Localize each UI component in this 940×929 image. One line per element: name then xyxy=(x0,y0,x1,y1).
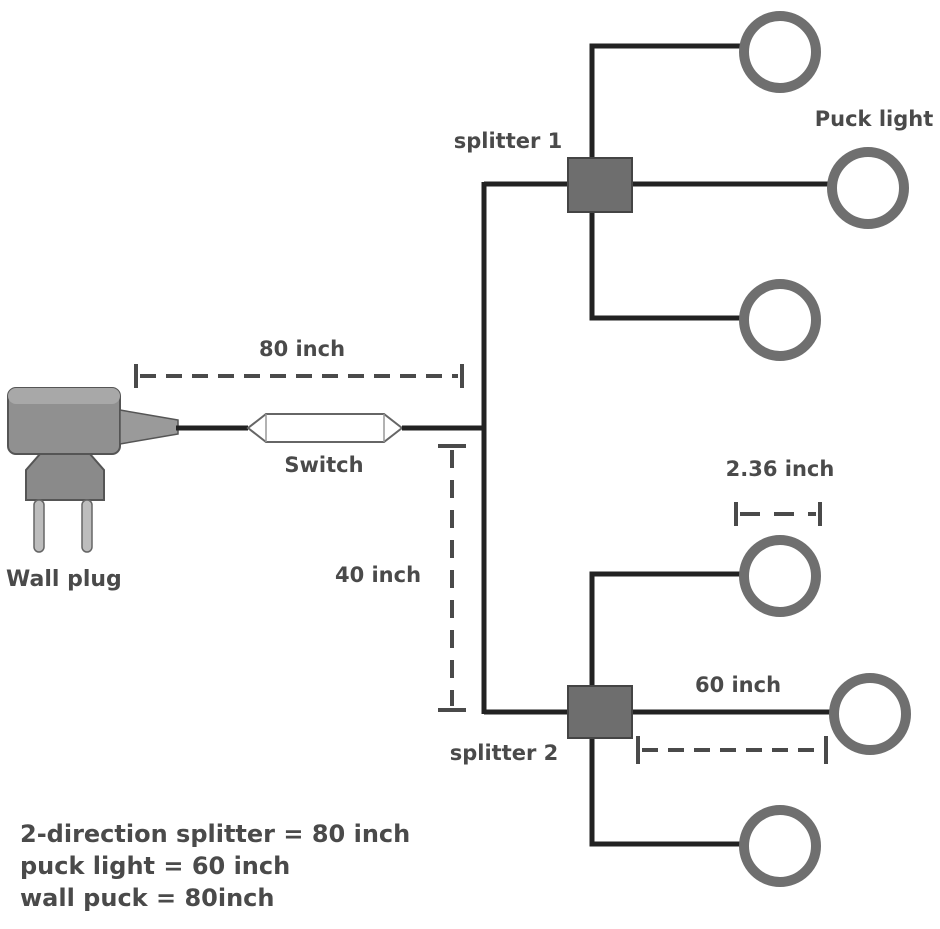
dimension-2-36-inch-label: 2.36 inch xyxy=(726,457,835,481)
note-puck-length: puck light = 60 inch xyxy=(20,852,291,880)
puck-light-icon xyxy=(827,147,909,229)
main-trunk-cable xyxy=(481,181,572,715)
splitter-1-cables xyxy=(589,43,832,321)
switch-label: Switch xyxy=(284,453,363,477)
note-splitter-length: 2-direction splitter = 80 inch xyxy=(20,820,411,848)
puck-light-icon xyxy=(739,535,821,617)
switch-icon xyxy=(246,413,404,443)
splitter-2-cables xyxy=(589,571,832,847)
dimension-60-inch xyxy=(636,736,828,764)
cable-length-notes: 2-direction splitter = 80 inch puck ligh… xyxy=(20,818,410,914)
puck-light-icon xyxy=(829,673,911,755)
dimension-80-inch xyxy=(134,364,464,388)
wall-plug-icon xyxy=(7,387,179,553)
dimension-40-inch xyxy=(438,444,466,712)
puck-light-icon xyxy=(739,279,821,361)
note-wall-puck-length: wall puck = 80inch xyxy=(20,884,275,912)
dimension-2-36-inch xyxy=(734,502,822,526)
puck-light-label: Puck light xyxy=(815,107,933,131)
splitter-2-label: splitter 2 xyxy=(450,741,559,765)
dimension-80-inch-label: 80 inch xyxy=(259,337,345,361)
splitter-2-box xyxy=(567,685,633,739)
splitter-1-label: splitter 1 xyxy=(454,129,563,153)
splitter-1-box xyxy=(567,157,633,213)
dimension-40-inch-label: 40 inch xyxy=(335,563,421,587)
puck-light-icon xyxy=(739,805,821,887)
puck-light-icon xyxy=(739,11,821,93)
wall-plug-label: Wall plug xyxy=(6,567,122,592)
dimension-60-inch-label: 60 inch xyxy=(695,673,781,697)
